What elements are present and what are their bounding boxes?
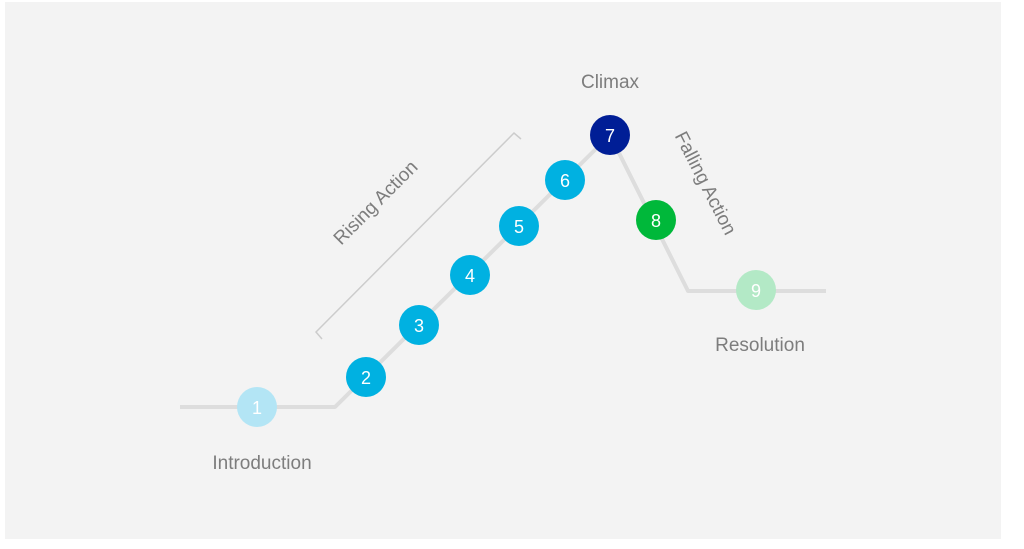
arc-point-number: 4 [465, 266, 475, 286]
arc-point-circle [237, 387, 277, 427]
arc-points: 1 2 3 4 5 6 7 8 9 [237, 115, 776, 427]
arc-point-number: 2 [361, 368, 371, 388]
arc-point-circle [590, 115, 630, 155]
arc-point-circle [450, 255, 490, 295]
arc-point-circle [545, 160, 585, 200]
arc-point-9: 9 [736, 270, 776, 310]
arc-point-circle [499, 206, 539, 246]
arc-line [180, 133, 826, 409]
arc-point-8: 8 [636, 200, 676, 240]
arc-point-circle [736, 270, 776, 310]
stage-label-resolution: Resolution [715, 335, 805, 356]
arc-point-5: 5 [499, 206, 539, 246]
arc-point-number: 3 [414, 316, 424, 336]
stage-label-rising-action: Rising Action [330, 157, 423, 250]
arc-point-circle [346, 357, 386, 397]
diagram-panel [5, 2, 1001, 539]
arc-point-number: 8 [651, 211, 661, 231]
arc-point-4: 4 [450, 255, 490, 295]
arc-point-3: 3 [399, 305, 439, 345]
arc-point-7: 7 [590, 115, 630, 155]
arc-point-circle [636, 200, 676, 240]
arc-point-number: 7 [605, 126, 615, 146]
arc-point-number: 9 [751, 281, 761, 301]
arc-point-2: 2 [346, 357, 386, 397]
arc-point-number: 6 [560, 171, 570, 191]
stage-label-falling-action: Falling Action [670, 128, 740, 238]
arc-point-number: 5 [514, 217, 524, 237]
arc-point-number: 1 [252, 398, 262, 418]
stage-label-introduction: Introduction [212, 453, 311, 474]
arc-point-1: 1 [237, 387, 277, 427]
arc-point-6: 6 [545, 160, 585, 200]
stage-label-climax: Climax [581, 72, 640, 93]
arc-point-circle [399, 305, 439, 345]
rising-action-bracket [314, 131, 522, 340]
